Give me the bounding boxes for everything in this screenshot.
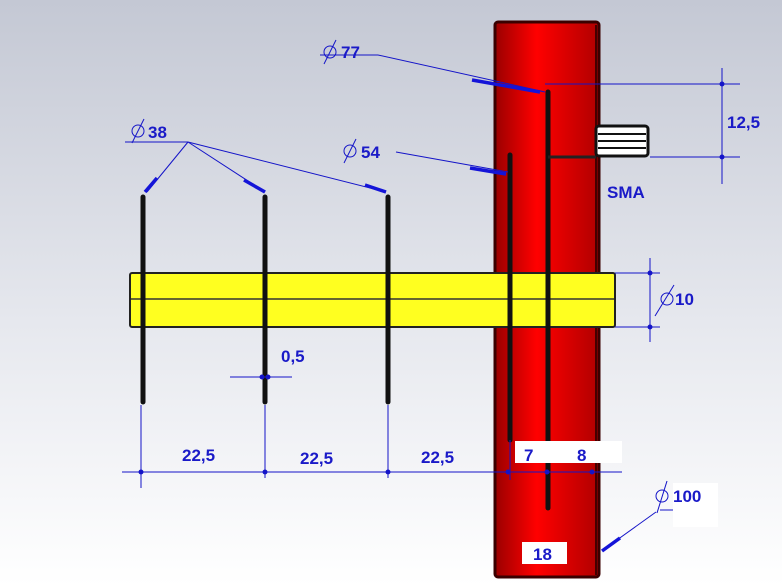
label-spacing-3: 22,5 [421,448,454,467]
label-spacing-1: 22,5 [182,446,215,465]
label-height-12-5: 12,5 [727,113,760,132]
label-diameter-54: 54 [361,143,380,162]
label-spacing-2: 22,5 [300,449,333,468]
dimension-lines [122,54,740,553]
label-gap-7: 7 [524,446,533,465]
label-thickness-0-5: 0,5 [281,347,305,366]
boom [129,272,616,328]
label-diameter-77: 77 [341,43,360,62]
label-sma: SMA [607,183,645,202]
diameter-symbols [131,39,675,514]
label-gap-8: 8 [577,446,586,465]
sma-connector [594,124,650,158]
label-width-18: 18 [533,545,552,564]
label-diameter-100: 100 [673,487,701,506]
label-diameter-10: 10 [675,290,694,309]
label-diameter-38: 38 [148,123,167,142]
